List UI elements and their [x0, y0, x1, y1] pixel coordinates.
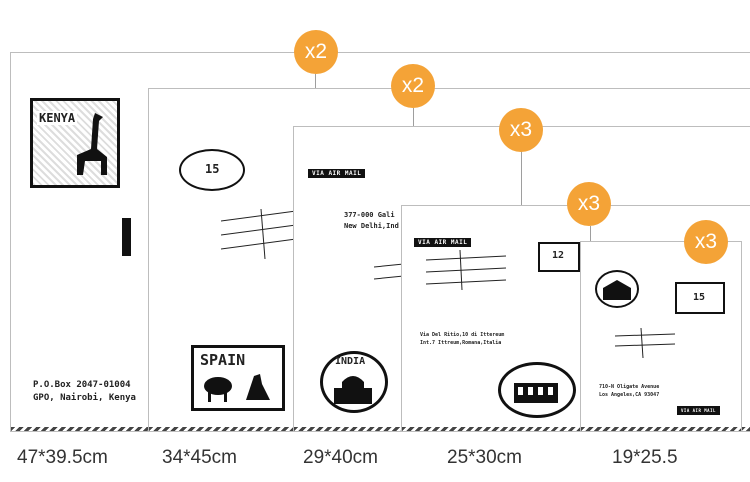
- via-air-mail-label-1: [122, 218, 131, 256]
- size-label-3: 29*40cm: [303, 447, 378, 468]
- airmail-border: [581, 427, 741, 431]
- spain-stamp-text: SPAIN: [200, 351, 246, 369]
- spain-stamp: SPAIN: [191, 345, 285, 411]
- quantity-badge-2: x2: [391, 64, 435, 108]
- oval-postmark-2: 15: [179, 149, 245, 191]
- delhi-address-line2: New Delhi,Ind: [344, 222, 399, 230]
- la-address-line1: 710-N Oligate Avenue: [599, 384, 660, 390]
- taj-mahal-icon: [334, 376, 372, 404]
- kenya-stamp-text: KENYA: [37, 111, 78, 125]
- connector-line-1: [315, 74, 316, 88]
- quantity-badge-1: x2: [294, 30, 338, 74]
- kenya-address-line2: GPO, Nairobi, Kenya: [33, 393, 136, 403]
- via-air-mail-label-4: VIA AIR MAIL: [414, 238, 472, 247]
- postmark-number-4: 12: [552, 250, 565, 261]
- quantity-badge-5: x3: [684, 220, 728, 264]
- postmark-number-5: 15: [693, 292, 706, 303]
- india-stamp-text: INDIA: [335, 356, 366, 367]
- address-grid-5: [615, 328, 675, 358]
- la-address-line2: Los Angeles,CA 93047: [599, 392, 660, 398]
- size-label-4: 25*30cm: [447, 447, 522, 468]
- delhi-address-line1: 377-000 Gali: [344, 211, 395, 219]
- giraffe-icon: [77, 113, 107, 175]
- italy-address-line2: Int.7 Ittreum,Romana,Italia: [420, 340, 502, 346]
- round-stamp-5: [595, 270, 639, 308]
- connector-line-4: [590, 226, 591, 241]
- address-grid-4: [426, 250, 506, 290]
- via-air-mail-label-5: VIA AIR MAIL: [677, 406, 720, 415]
- square-postmark-4: 12: [538, 242, 580, 272]
- italy-address-line1: Via Del Ritio,10 di Ittereum: [420, 332, 505, 338]
- envelope-19x25: 15 710-N Oligate Avenue Los Angeles,CA 9…: [580, 241, 742, 432]
- kenya-address-line1: P.O.Box 2047-01004: [33, 380, 131, 390]
- airmail-border: [402, 427, 750, 431]
- via-air-mail-label-3: VIA AIR MAIL: [308, 169, 366, 178]
- italy-stamp: [498, 362, 576, 418]
- size-label-1: 47*39.5cm: [17, 447, 108, 468]
- quantity-badge-3: x3: [499, 108, 543, 152]
- bull-icon: [204, 374, 270, 402]
- colosseum-icon: [514, 383, 558, 403]
- building-icon: [603, 280, 631, 300]
- postmark-number-2: 15: [205, 162, 220, 176]
- kenya-stamp: KENYA: [30, 98, 120, 188]
- square-postmark-5: 15: [675, 282, 725, 314]
- size-label-2: 34*45cm: [162, 447, 237, 468]
- size-label-5: 19*25.5: [612, 447, 678, 468]
- connector-line-2: [413, 108, 414, 126]
- quantity-badge-4: x3: [567, 182, 611, 226]
- india-stamp: INDIA: [320, 351, 388, 413]
- connector-line-3: [521, 150, 522, 205]
